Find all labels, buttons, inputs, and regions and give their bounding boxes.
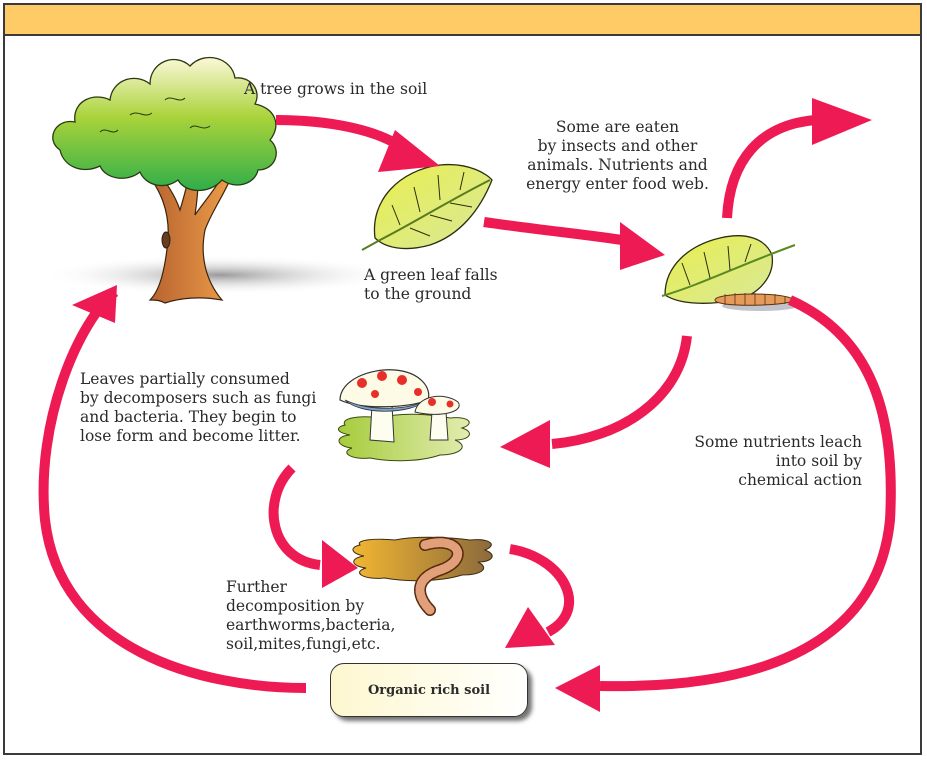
arrow-eaten-to-foodweb <box>722 115 816 219</box>
arrowhead-soil-right <box>555 665 600 712</box>
flow-arrows <box>38 115 896 693</box>
arrow-leaf-to-eaten <box>483 217 623 245</box>
arrowhead-further <box>322 540 358 588</box>
tree-icon <box>40 56 400 304</box>
arrow-eaten-to-decomposers <box>551 335 692 449</box>
step-label-leach: Some nutrients leach into soil by chemic… <box>694 433 862 489</box>
arrowhead-soil-top <box>505 607 555 648</box>
arrowhead-foodweb <box>812 98 872 145</box>
arrowhead-tree <box>72 285 117 323</box>
arrowhead-decomposers <box>500 420 550 468</box>
arrow-soil-to-tree <box>38 288 307 693</box>
header-band <box>3 3 922 36</box>
arrowhead-eaten <box>620 222 665 270</box>
step-label-leaf-fall: A green leaf falls to the ground <box>364 266 498 303</box>
eaten-leaf-caterpillar-icon <box>661 235 798 311</box>
green-leaf-icon <box>361 163 493 251</box>
step-label-further: Further decomposition by earthworms,bact… <box>226 578 396 653</box>
step-label-eaten: Some are eaten by insects and other anim… <box>526 118 709 193</box>
earthworm-icon <box>352 536 493 616</box>
step-label-tree: A tree grows in the soil <box>244 80 428 98</box>
tree-canopy <box>52 56 277 192</box>
arrow-tree-to-leaf <box>275 115 403 151</box>
arrow-decomposers-to-further <box>268 464 321 570</box>
tree-shadow <box>40 255 400 295</box>
mushroom-icon <box>338 369 470 462</box>
arrow-further-to-soil <box>509 544 574 637</box>
organic-rich-soil-box: Organic rich soil <box>330 663 528 717</box>
step-label-decomposers: Leaves partially consumed by decomposers… <box>80 370 317 445</box>
soil-box-label: Organic rich soil <box>367 682 491 698</box>
arrow-leach-to-soil <box>599 295 896 692</box>
arrowheads <box>72 98 872 712</box>
arrowhead-leaf <box>378 130 440 172</box>
